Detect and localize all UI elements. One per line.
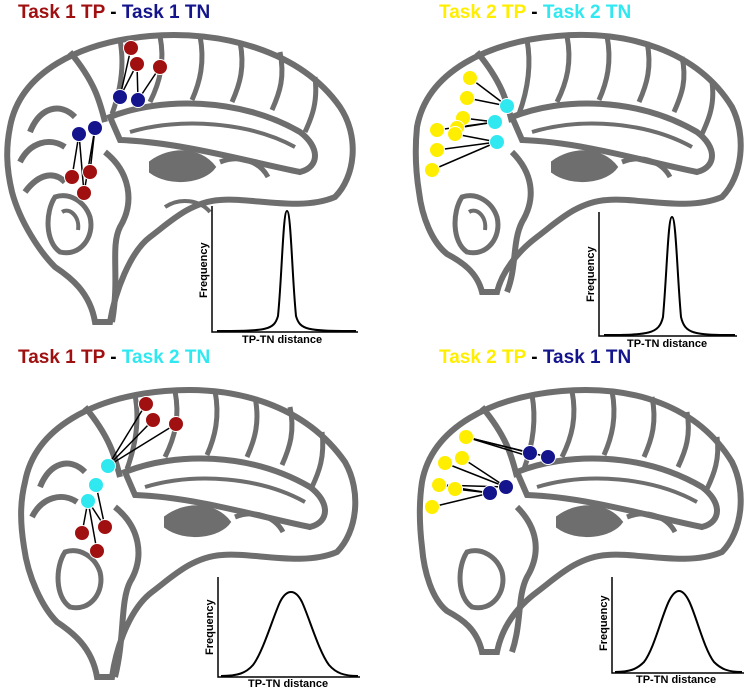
title-separator: - bbox=[525, 2, 543, 23]
y-axis-label: Frequency bbox=[585, 246, 597, 302]
tp-label: Task 1 TP bbox=[18, 347, 105, 368]
y-axis-label: Frequency bbox=[598, 595, 610, 651]
tp-label: Task 2 TP bbox=[439, 2, 526, 23]
distance-histogram: Frequency TP-TN distance bbox=[598, 577, 744, 686]
panel-task2tp-task1tn: Task 2 TP - Task 1 TN bbox=[377, 345, 753, 689]
tn-label: Task 2 TN bbox=[542, 2, 632, 23]
panel-task1tp-task1tn: Task 1 TP - Task 1 TN bbox=[0, 0, 376, 346]
x-axis-label: TP-TN distance bbox=[248, 678, 329, 690]
distance-histogram: Frequency TP-TN distance bbox=[198, 206, 358, 346]
panel-title: Task 2 TP - Task 1 TN bbox=[439, 347, 631, 369]
panel-task2tp-task2tn: Task 2 TP - Task 2 TN bbox=[377, 0, 753, 350]
y-axis-label: Frequency bbox=[198, 242, 210, 298]
brain-sagittal-diagram bbox=[18, 387, 359, 680]
title-separator: - bbox=[104, 347, 122, 368]
panel-title: Task 1 TP - Task 2 TN bbox=[18, 347, 210, 369]
y-axis-label: Frequency bbox=[204, 599, 216, 655]
x-axis-label: TP-TN distance bbox=[242, 334, 323, 346]
distance-histogram: Frequency TP-TN distance bbox=[585, 212, 737, 350]
brain-sagittal-diagram bbox=[412, 32, 744, 295]
x-axis-label: TP-TN distance bbox=[636, 674, 717, 686]
x-axis-label: TP-TN distance bbox=[627, 338, 708, 350]
tn-label: Task 1 TN bbox=[542, 347, 632, 368]
title-separator: - bbox=[525, 347, 543, 368]
tp-label: Task 2 TP bbox=[439, 347, 526, 368]
title-separator: - bbox=[104, 2, 122, 23]
tn-label: Task 1 TN bbox=[121, 2, 211, 23]
panel-title: Task 1 TP - Task 1 TN bbox=[18, 2, 210, 24]
panel-task1tp-task2tn: Task 1 TP - Task 2 TN bbox=[0, 345, 376, 690]
brain-sagittal-diagram bbox=[416, 387, 744, 655]
tp-label: Task 1 TP bbox=[18, 2, 105, 23]
tn-label: Task 2 TN bbox=[121, 347, 211, 368]
distance-histogram: Frequency TP-TN distance bbox=[204, 577, 360, 690]
brain-sagittal-diagram bbox=[4, 32, 356, 325]
panel-title: Task 2 TP - Task 2 TN bbox=[439, 2, 631, 24]
